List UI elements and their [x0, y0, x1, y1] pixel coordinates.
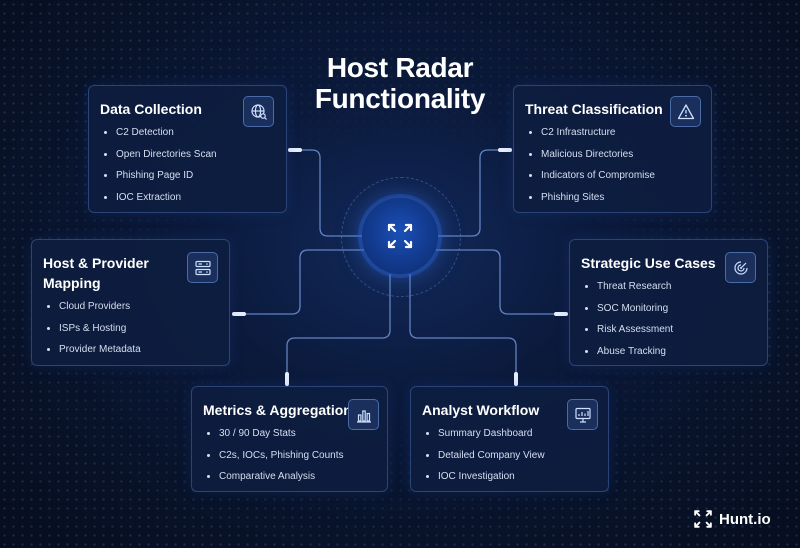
monitor-chart-icon	[567, 399, 598, 430]
connector-metrics	[286, 274, 391, 386]
list-item: Provider Metadata	[47, 339, 141, 361]
connector-strategic	[436, 249, 568, 315]
connector-cap	[285, 372, 289, 386]
list-item: Phishing Sites	[529, 187, 655, 209]
connector-data-collection	[295, 149, 362, 237]
hunt-logo-icon	[387, 223, 413, 249]
list-item: 30 / 90 Day Stats	[207, 423, 344, 445]
list-item: C2s, IOCs, Phishing Counts	[207, 445, 344, 467]
card-data-collection: Data Collection C2 Detection Open Direct…	[88, 85, 287, 213]
list-item: Cloud Providers	[47, 296, 141, 318]
list-item: C2 Infrastructure	[529, 122, 655, 144]
list-item: Summary Dashboard	[426, 423, 545, 445]
warning-triangle-icon	[670, 96, 701, 127]
connector-cap	[498, 148, 512, 152]
list-item: Open Directories Scan	[104, 144, 217, 166]
list-item: Comparative Analysis	[207, 466, 344, 488]
list-item: Risk Assessment	[585, 319, 673, 341]
card-host-provider-mapping: Host & Provider Mapping Cloud Providers …	[31, 239, 230, 366]
globe-search-icon	[243, 96, 274, 127]
card-heading: Host & Provider Mapping	[43, 255, 149, 291]
card-heading: Data Collection	[100, 101, 202, 117]
card-heading: Analyst Workflow	[422, 402, 540, 418]
card-heading: Threat Classification	[525, 101, 663, 117]
card-threat-classification: Threat Classification C2 Infrastructure …	[513, 85, 712, 213]
connector-cap	[514, 372, 518, 386]
connector-cap	[232, 312, 246, 316]
card-analyst-workflow: Analyst Workflow Summary Dashboard Detai…	[410, 386, 609, 492]
list-item: Indicators of Compromise	[529, 165, 655, 187]
list-item: SOC Monitoring	[585, 298, 673, 320]
list-item: C2 Detection	[104, 122, 217, 144]
list-item: Abuse Tracking	[585, 341, 673, 363]
list-item: Threat Research	[585, 276, 673, 298]
page-title: Host Radar Functionality	[314, 52, 486, 114]
hub-node	[362, 198, 438, 274]
connector-analyst	[409, 274, 517, 386]
server-icon	[187, 252, 218, 283]
card-metrics-aggregation: Metrics & Aggregation 30 / 90 Day Stats …	[191, 386, 388, 492]
list-item: Phishing Page ID	[104, 165, 217, 187]
connector-cap	[554, 312, 568, 316]
bar-chart-icon	[348, 399, 379, 430]
brand-name: Hunt.io	[719, 510, 771, 528]
connector-cap	[288, 148, 302, 152]
connector-threat-classification	[438, 149, 505, 237]
hunt-logo-icon	[694, 510, 712, 528]
list-item: IOC Extraction	[104, 187, 217, 209]
card-strategic-use-cases: Strategic Use Cases Threat Research SOC …	[569, 239, 768, 366]
brand-logo: Hunt.io	[693, 509, 771, 529]
hub-ring	[341, 177, 461, 297]
list-item: ISPs & Hosting	[47, 318, 141, 340]
connector-host-provider	[232, 249, 364, 315]
list-item: Malicious Directories	[529, 144, 655, 166]
list-item: IOC Investigation	[426, 466, 545, 488]
list-item: Detailed Company View	[426, 445, 545, 467]
card-heading: Strategic Use Cases	[581, 255, 716, 271]
radar-icon	[725, 252, 756, 283]
card-heading: Metrics & Aggregation	[203, 402, 352, 418]
